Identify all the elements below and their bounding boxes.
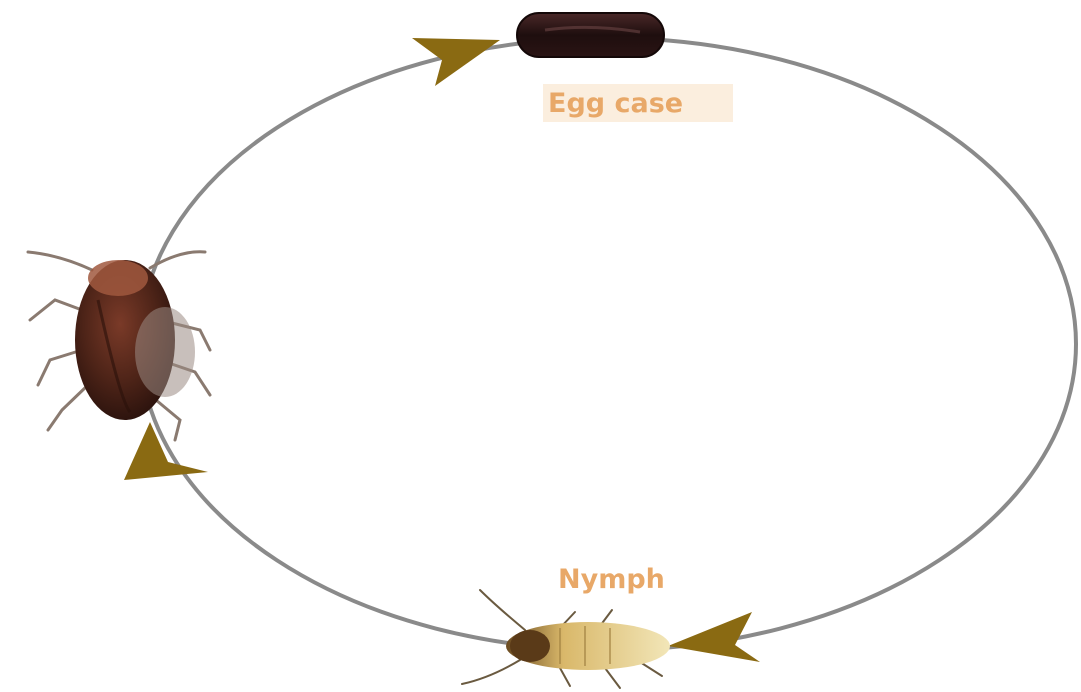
cycle-ring — [140, 38, 1076, 650]
adult-cockroach-icon — [28, 252, 210, 440]
egg-case-label: Egg case — [548, 88, 683, 119]
egg-case-icon — [517, 13, 664, 57]
arrow-nymph-to-adult — [124, 422, 208, 480]
nymph-label: Nymph — [558, 564, 665, 595]
